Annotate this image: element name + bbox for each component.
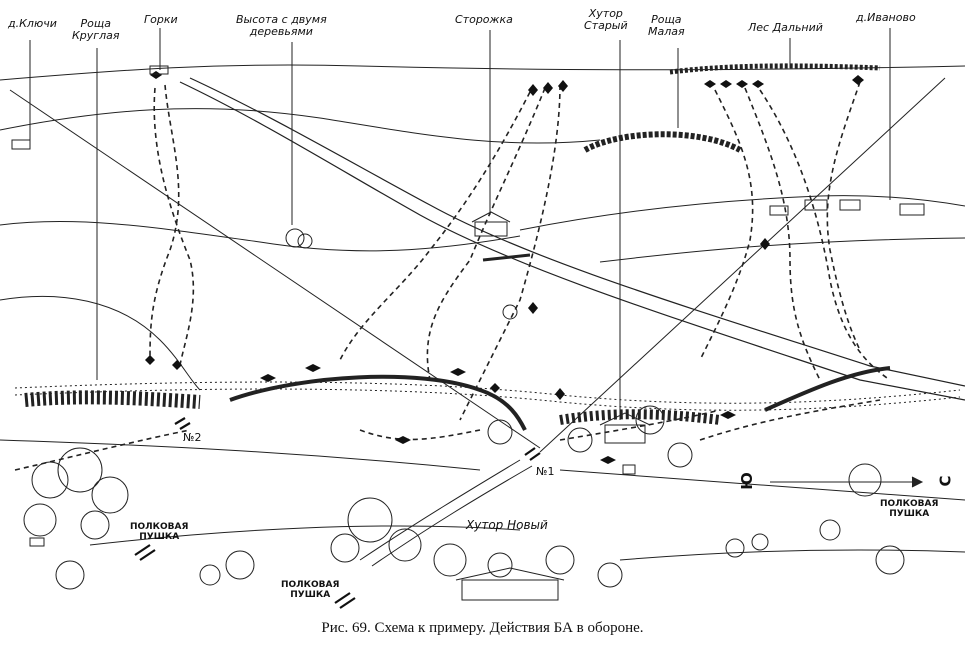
gun-symbol xyxy=(334,592,356,609)
forest-les-dalniy xyxy=(669,63,881,75)
building-kluchi xyxy=(11,139,31,150)
label-roscha-malaya-line2: Малая xyxy=(648,25,685,38)
hill-contour xyxy=(0,439,481,471)
label-vysota-line2: деревьями xyxy=(249,25,313,38)
observation-line xyxy=(9,89,541,449)
road xyxy=(371,465,533,567)
compass-south-label: Ю xyxy=(737,472,756,490)
hill-contour xyxy=(519,195,965,231)
trench xyxy=(482,253,531,262)
building-ivanovo xyxy=(804,199,828,211)
gun-marker xyxy=(29,537,45,547)
label-gun-center: ПОЛКОВАЯ ПУШКА xyxy=(281,580,339,600)
hill-contour xyxy=(0,220,521,252)
trench xyxy=(764,366,891,412)
label-gun-right: ПОЛКОВАЯ ПУШКА xyxy=(880,499,938,519)
hill-contour xyxy=(0,295,201,391)
label-gun-right-line2: ПУШКА xyxy=(889,509,930,519)
label-khutor-staryi-line1: Хутор xyxy=(588,7,623,20)
label-vysota-line1: Высота с двумя xyxy=(236,13,327,26)
label-position-2: №2 xyxy=(183,431,202,444)
building-gorki xyxy=(149,65,169,75)
fence xyxy=(14,388,961,411)
label-gun-left-line1: ПОЛКОВАЯ xyxy=(130,522,189,532)
building-khutor-staryi xyxy=(604,424,646,444)
label-roscha-malaya-line1: Роща xyxy=(651,13,682,26)
forest-roscha-malaya xyxy=(583,131,742,153)
building-khutor-novyi xyxy=(461,579,559,601)
label-position-1: №1 xyxy=(536,465,555,478)
gun-symbol xyxy=(524,447,541,461)
label-roscha-kruglaya: Роща Круглая xyxy=(72,18,119,42)
label-vysota: Высота с двумя деревьями xyxy=(236,14,327,38)
label-roscha-kruglaya-line1: Роща xyxy=(80,17,111,30)
label-kluchi: д.Ключи xyxy=(8,17,57,30)
hill-contour xyxy=(0,108,601,144)
label-gun-right-line1: ПОЛКОВАЯ xyxy=(880,499,939,509)
building-ivanovo xyxy=(839,199,861,211)
gun-marker xyxy=(622,464,636,475)
label-roscha-kruglaya-line2: Круглая xyxy=(72,29,120,42)
label-les-dalniy: Лес Дальний xyxy=(748,21,823,34)
trench xyxy=(229,374,527,431)
label-gorki: Горки xyxy=(144,13,178,26)
road xyxy=(179,81,965,401)
building-storozhka xyxy=(474,221,508,237)
figure-caption: Рис. 69. Схема к примеру. Действия БА в … xyxy=(321,620,644,636)
label-khutor-novyi: Хутор Новый xyxy=(466,518,548,532)
label-gun-left: ПОЛКОВАЯ ПУШКА xyxy=(130,522,188,542)
fence xyxy=(14,381,961,404)
label-gun-center-line2: ПУШКА xyxy=(290,590,331,600)
label-storozhka: Сторожка xyxy=(455,13,513,26)
gun-symbol xyxy=(134,544,156,561)
hedge xyxy=(559,409,721,425)
horizon-line xyxy=(0,64,965,81)
hedge xyxy=(24,390,201,409)
label-roscha-malaya: Роща Малая xyxy=(648,14,685,38)
label-khutor-staryi: Хутор Старый xyxy=(584,8,628,32)
building-ivanovo xyxy=(899,203,925,216)
hill-contour xyxy=(619,549,965,561)
hill-contour xyxy=(559,469,965,501)
hill-contour xyxy=(599,237,965,263)
label-gun-center-line1: ПОЛКОВАЯ xyxy=(281,580,340,590)
label-ivanovo: д.Иваново xyxy=(856,11,916,24)
building-ivanovo xyxy=(769,205,789,216)
hill-contour xyxy=(89,525,521,546)
label-khutor-staryi-line2: Старый xyxy=(584,19,628,32)
compass-arrowhead xyxy=(911,476,924,488)
gun-symbol xyxy=(174,417,191,430)
road xyxy=(359,459,521,561)
label-gun-left-line2: ПУШКА xyxy=(139,532,180,542)
road xyxy=(189,77,965,387)
compass-north-label: С xyxy=(936,475,955,487)
